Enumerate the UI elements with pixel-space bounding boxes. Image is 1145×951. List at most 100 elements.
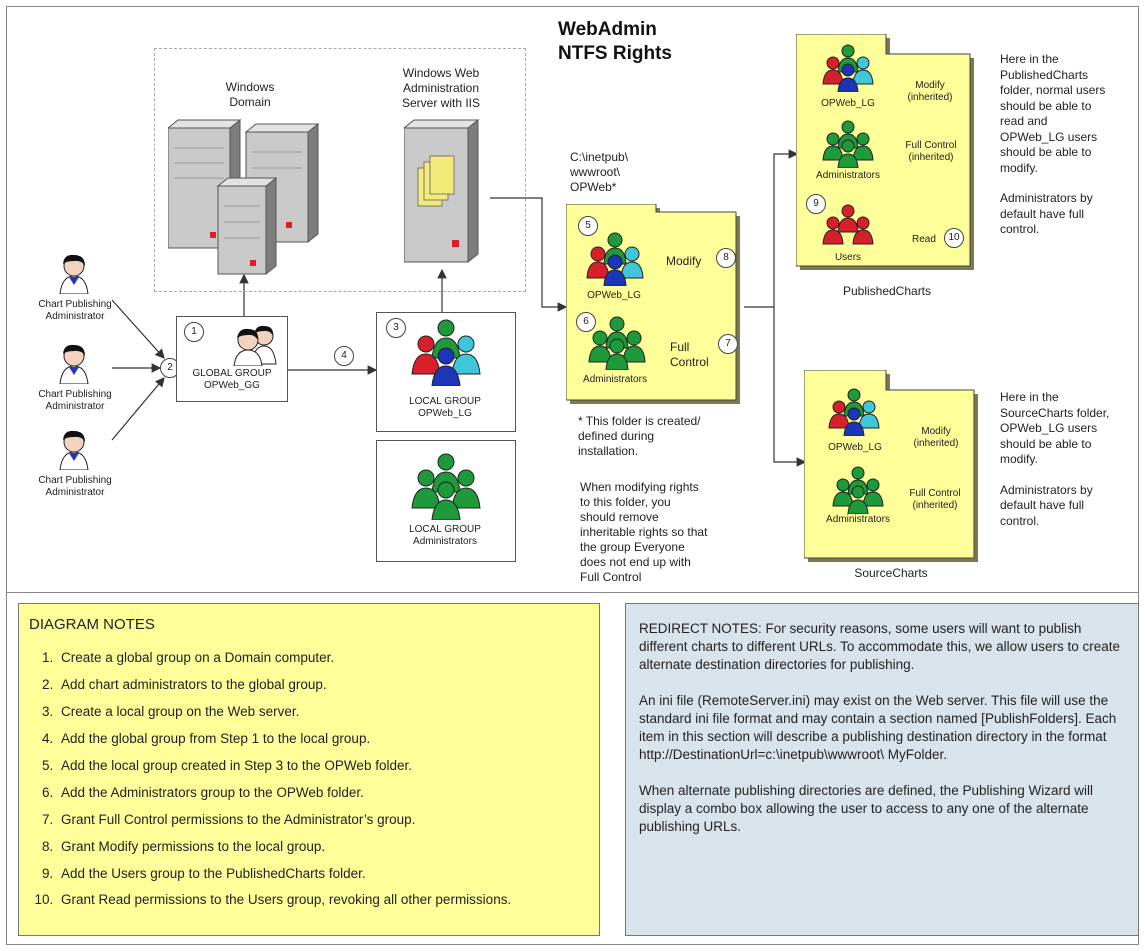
- local-admin-group-icon: [411, 453, 481, 520]
- chart-admin-2: Chart Publishing Administrator: [20, 342, 130, 413]
- web-line3: Server with IIS: [401, 96, 481, 110]
- pub-note-3: folder, normal users: [1000, 83, 1106, 97]
- footnote-line1: * This folder is created/: [578, 414, 701, 428]
- pub-note-1: Here in the: [1000, 52, 1059, 66]
- published-folder: [796, 34, 974, 270]
- redirect-notes-panel: REDIRECT NOTES: For security reasons, so…: [625, 603, 1139, 936]
- pub-note-6: OPWeb_LG users: [1000, 129, 1098, 144]
- published-inherited1: (inherited): [907, 92, 953, 103]
- source-admin-label: Administrators: [826, 514, 890, 525]
- windows-domain-label: Windows Domain: [200, 80, 300, 110]
- src-note-gap: [1000, 468, 1109, 483]
- source-lg-label: OPWeb_LG: [828, 442, 882, 453]
- title-line1: WebAdmin: [558, 19, 657, 40]
- source-full-text: Full Control: [909, 488, 961, 499]
- admin-label-1a: Chart Publishing: [38, 299, 112, 310]
- step-6-marker: 6: [576, 312, 596, 332]
- src-note-3: OPWeb_LG users: [1000, 421, 1098, 435]
- opweb-full-control-label: Full Control: [670, 340, 709, 370]
- note-item: Add the global group from Step 1 to the …: [57, 725, 617, 752]
- note-item: Add the local group created in Step 3 to…: [57, 752, 617, 779]
- src-note-5: modify.: [1000, 452, 1038, 466]
- note-item: Add chart administrators to the global g…: [57, 671, 617, 698]
- global-group-icon: [233, 325, 277, 366]
- caution-line2: to this folder, you: [580, 495, 671, 509]
- web-line1: Windows Web: [402, 66, 480, 80]
- chart-admin-1: Chart Publishing Administrator: [20, 252, 130, 323]
- pub-note-4: should be able to: [1000, 98, 1092, 113]
- admin-person-icon: [59, 254, 89, 295]
- published-users-label: Users: [834, 252, 862, 263]
- pub-note-gap: [1000, 176, 1105, 191]
- src-note-1: Here in the: [1000, 390, 1059, 404]
- src-note-4: should be able to: [1000, 436, 1092, 451]
- opweb-path3: OPWeb*: [570, 180, 617, 194]
- note-item: Create a local group on the Web server.: [57, 698, 617, 725]
- web-server-icon: [404, 118, 480, 264]
- step-8-marker: 8: [716, 248, 736, 268]
- step-5-marker: 5: [578, 216, 598, 236]
- admin-label-3b: Administrator: [45, 487, 105, 498]
- published-users-icon: [822, 204, 874, 245]
- opweb-admin-label: Administrators: [583, 374, 647, 385]
- src-note-8: default have full: [1000, 498, 1085, 512]
- global-group-label: GLOBAL GROUP OPWeb_GG: [180, 368, 284, 392]
- caution-line3: should remove: [580, 510, 659, 524]
- src-note-2: SourceCharts folder,: [1000, 405, 1110, 420]
- web-line2: Administration: [402, 81, 480, 95]
- src-note-9: control.: [1000, 513, 1040, 528]
- local-lg-line1: LOCAL GROUP: [409, 396, 481, 407]
- pub-note-10: Administrators by: [1000, 191, 1093, 205]
- domain-server-icon: [168, 118, 320, 276]
- source-modify: Modify (inherited): [904, 426, 968, 450]
- admin-label-1b: Administrator: [45, 311, 105, 322]
- note-item: Grant Full Control permissions to the Ad…: [57, 806, 617, 833]
- title-line2: NTFS Rights: [558, 43, 672, 64]
- note-item: Grant Modify permissions to the local gr…: [57, 833, 617, 860]
- published-caption: PublishedCharts: [842, 284, 932, 298]
- source-full-control: Full Control (inherited): [898, 488, 972, 512]
- note-item: Add the Users group to the PublishedChar…: [57, 860, 617, 887]
- admin-person-icon: [59, 344, 89, 385]
- opweb-caution: When modifying rights to this folder, yo…: [580, 480, 707, 585]
- published-inherited2: (inherited): [908, 152, 954, 163]
- source-caption: SourceCharts: [854, 566, 928, 580]
- section-divider: [6, 592, 1139, 593]
- caution-line5: the group Everyone: [580, 540, 685, 554]
- opweb-modify-label: Modify: [666, 254, 702, 268]
- step-1-marker: 1: [184, 322, 204, 342]
- local-lg-line2: OPWeb_LG: [418, 408, 472, 419]
- domain-line2: Domain: [229, 95, 271, 109]
- step-4-marker: 4: [334, 346, 354, 366]
- diagram-notes-panel: DIAGRAM NOTES Create a global group on a…: [18, 603, 600, 936]
- published-lg-label: OPWeb_LG: [821, 98, 875, 109]
- published-lg-icon: [822, 44, 874, 92]
- note-item: Create a global group on a Domain comput…: [57, 644, 617, 671]
- published-admin-icon: [822, 120, 874, 168]
- source-admin-icon: [832, 466, 884, 514]
- global-line1: GLOBAL GROUP: [192, 368, 272, 379]
- redirect-para-1: REDIRECT NOTES: For security reasons, so…: [639, 621, 1120, 672]
- pub-note-11: default have full: [1000, 206, 1085, 221]
- pub-note-5: read and: [1000, 114, 1048, 128]
- source-note: Here in the SourceCharts folder, OPWeb_L…: [1000, 390, 1109, 529]
- footnote-line3: installation.: [578, 444, 639, 458]
- published-read-label: Read: [912, 234, 936, 245]
- caution-line6: does not end up with: [580, 555, 691, 569]
- diagram-frame: [6, 6, 1139, 945]
- redirect-para-2: An ini file (RemoteServer.ini) may exist…: [639, 693, 1117, 762]
- pub-note-8: modify.: [1000, 160, 1038, 175]
- published-full-control: Full Control (inherited): [896, 140, 966, 164]
- pub-note-12: control.: [1000, 222, 1040, 236]
- footnote-line2: defined during: [578, 429, 655, 443]
- local-admin-line2: Administrators: [413, 536, 477, 547]
- server-region: [154, 48, 526, 292]
- note-item: Grant Read permissions to the Users grou…: [57, 887, 617, 908]
- opweb-lg-label: OPWeb_LG: [587, 290, 641, 301]
- step-9-marker: 9: [806, 194, 826, 214]
- note-item: Add the Administrators group to the OPWe…: [57, 779, 617, 806]
- chart-admin-3: Chart Publishing Administrator: [20, 428, 130, 499]
- diagram-notes-heading: DIAGRAM NOTES: [29, 616, 155, 633]
- opweb-lg-icon: [586, 232, 644, 286]
- caution-line1: When modifying rights: [580, 480, 699, 494]
